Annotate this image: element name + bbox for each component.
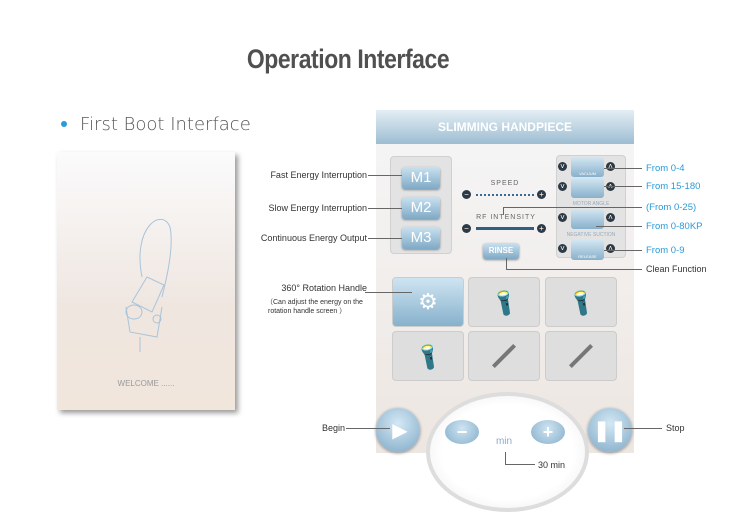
suction-range: From 0-80KP bbox=[646, 221, 703, 232]
play-icon: ▶ bbox=[392, 419, 408, 442]
m2-button[interactable]: M2 bbox=[402, 197, 440, 219]
speed-plus-icon[interactable]: + bbox=[537, 190, 546, 199]
timer-dial bbox=[426, 392, 589, 512]
time-unit: min bbox=[495, 436, 513, 447]
negative-suction-label: NEGATIVE SUCTION bbox=[566, 232, 616, 238]
begin-label: Begin bbox=[322, 423, 346, 433]
speed-indicator bbox=[476, 194, 534, 196]
handpiece-6[interactable] bbox=[545, 331, 617, 381]
suction-button[interactable] bbox=[571, 209, 604, 229]
handpiece-rotation-handle[interactable]: ⚙ bbox=[392, 277, 464, 327]
release-range: From 0-9 bbox=[646, 245, 685, 256]
handpiece-icon: 🔦 bbox=[487, 286, 521, 319]
motor-angle-down-icon[interactable]: ˅ bbox=[558, 182, 567, 191]
motor-angle-label: MOTOR ANGLE bbox=[572, 201, 610, 207]
release-button[interactable]: RELEASE bbox=[571, 240, 604, 260]
rotation-handle-icon: ⚙ bbox=[418, 289, 438, 314]
handpiece-icon: 🔦 bbox=[411, 340, 445, 373]
vacuum-up-icon[interactable]: ˄ bbox=[606, 162, 615, 171]
operation-panel: SLIMMING HANDPIECE M1 M2 M3 SPEED − + RF… bbox=[376, 110, 634, 512]
vacuum-down-icon[interactable]: ˅ bbox=[558, 162, 567, 171]
motor-angle-range: From 15-180 bbox=[646, 181, 701, 192]
release-up-icon[interactable]: ˄ bbox=[606, 244, 615, 253]
handpiece-icon: 🔦 bbox=[564, 286, 598, 319]
rotation-handle-label: 360° Rotation Handle bbox=[281, 283, 367, 293]
m1-button[interactable]: M1 bbox=[402, 167, 440, 189]
stop-label: Stop bbox=[666, 423, 685, 433]
continuous-energy-label: Continuous Energy Output bbox=[260, 233, 367, 243]
time-plus-button[interactable]: + bbox=[531, 420, 565, 444]
pause-button[interactable]: ❚❚ bbox=[588, 408, 632, 452]
rf-intensity-label: RF INTENSITY bbox=[476, 214, 536, 221]
handpiece-3[interactable]: 🔦 bbox=[545, 277, 617, 327]
handpiece-4[interactable]: 🔦 bbox=[392, 331, 464, 381]
play-button[interactable]: ▶ bbox=[376, 408, 420, 452]
machine-illustration-icon bbox=[125, 218, 172, 352]
release-down-icon[interactable]: ˅ bbox=[558, 244, 567, 253]
page-title: Operation Interface bbox=[246, 44, 450, 74]
pen-handpiece-icon bbox=[491, 343, 517, 369]
clean-function-label: Clean Function bbox=[646, 264, 707, 274]
pause-icon: ❚❚ bbox=[593, 419, 627, 442]
motor-angle-button[interactable] bbox=[571, 178, 604, 198]
rotation-note-1: （Can adjust the energy on the bbox=[266, 299, 363, 306]
rf-plus-icon[interactable]: + bbox=[537, 224, 546, 233]
welcome-text: WELCOME ...... bbox=[117, 379, 175, 388]
m3-button[interactable]: M3 bbox=[402, 227, 440, 249]
bullet-icon bbox=[61, 121, 67, 127]
rotation-note-2: rotation handle screen ） bbox=[268, 308, 347, 315]
rf-intensity-bar[interactable] bbox=[476, 227, 534, 230]
speed-label: SPEED bbox=[490, 180, 520, 187]
vacuum-range: From 0-4 bbox=[646, 163, 685, 174]
speed-minus-icon[interactable]: − bbox=[462, 190, 471, 199]
pen-handpiece-icon bbox=[568, 343, 594, 369]
boot-screen: WELCOME ...... bbox=[57, 152, 235, 410]
handpiece-5[interactable] bbox=[468, 331, 540, 381]
vacuum-button[interactable]: VACUUM bbox=[571, 157, 604, 177]
suction-down-icon[interactable]: ˅ bbox=[558, 213, 567, 222]
section-title: First Boot Interface bbox=[80, 114, 251, 135]
handpiece-2[interactable]: 🔦 bbox=[468, 277, 540, 327]
rf-minus-icon[interactable]: − bbox=[462, 224, 471, 233]
panel-header: SLIMMING HANDPIECE bbox=[376, 110, 634, 144]
slow-energy-label: Slow Energy Interruption bbox=[268, 203, 367, 213]
suction-up-icon[interactable]: ˄ bbox=[606, 213, 615, 222]
rinse-button[interactable]: RINSE bbox=[483, 243, 519, 259]
fast-energy-label: Fast Energy Interruption bbox=[270, 170, 367, 180]
time-label: 30 min bbox=[538, 460, 566, 470]
rf-range: (From 0-25) bbox=[646, 202, 697, 213]
time-minus-button[interactable]: − bbox=[445, 420, 479, 444]
